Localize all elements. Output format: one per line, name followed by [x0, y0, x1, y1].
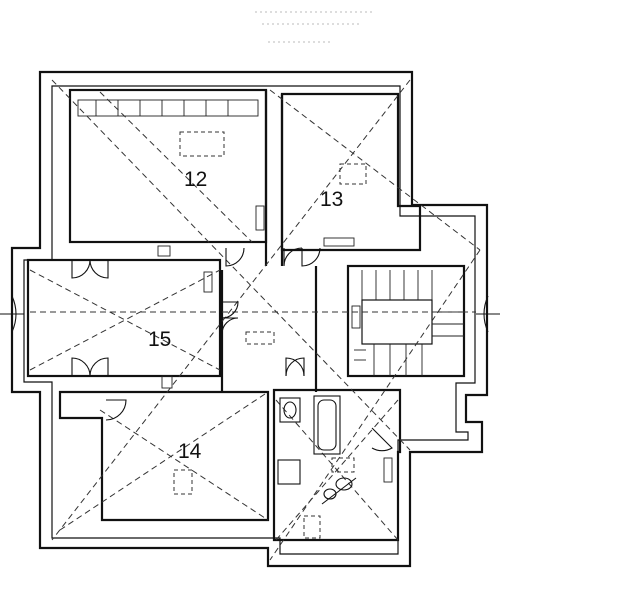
room-12-label: 12 — [184, 168, 207, 191]
staircase — [354, 270, 464, 376]
ceiling-fixtures — [173, 131, 367, 539]
room-15-label: 15 — [148, 328, 171, 351]
room-14-label: 14 — [178, 440, 202, 463]
scan-noise — [255, 11, 375, 43]
shelving — [77, 99, 393, 483]
roof-lines — [29, 79, 481, 561]
inner-walls — [26, 88, 466, 542]
outer-walls — [10, 70, 489, 568]
doors — [71, 247, 393, 452]
bathroom-fixtures — [277, 395, 357, 505]
windows — [0, 295, 500, 333]
room-13-label: 13 — [320, 188, 343, 211]
